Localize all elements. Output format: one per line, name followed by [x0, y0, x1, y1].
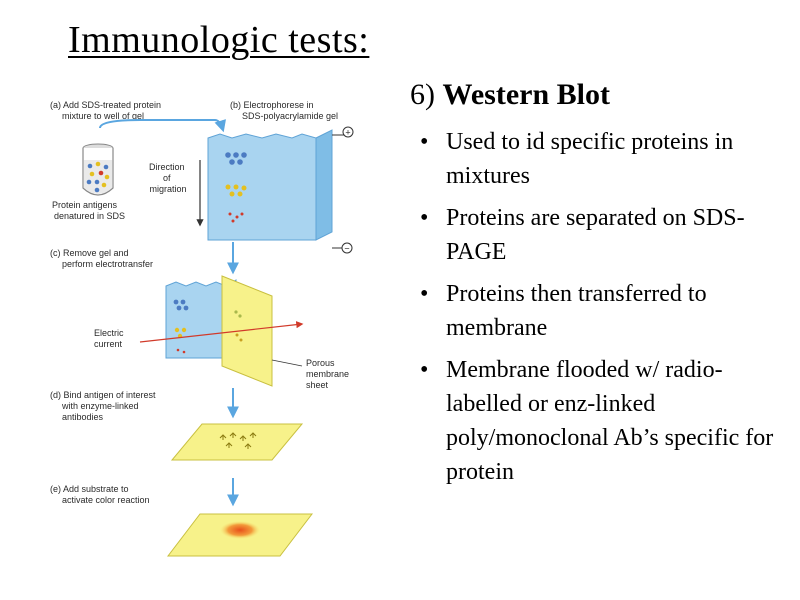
gel-bands-blue	[225, 152, 247, 165]
bullet-list: Used to id specific proteins in mixtures…	[418, 125, 788, 497]
current-label: Electric current	[94, 328, 126, 349]
color-reaction-membrane	[166, 513, 314, 557]
section-number: 6)	[410, 78, 435, 111]
membrane-label: Porous membrane sheet	[306, 358, 352, 390]
minus-sign: −	[344, 244, 349, 254]
positive-electrode	[342, 126, 354, 138]
membrane-sheet	[221, 275, 273, 387]
migration-label: Direction of migration	[149, 162, 187, 194]
step-e-label: (e) Add substrate to activate color reac…	[50, 484, 150, 505]
tube-label: Protein antigens denatured in SDS	[52, 200, 125, 221]
section-name: Western Blot	[442, 78, 610, 111]
plus-sign: +	[345, 128, 350, 138]
transfer-arrow-a-b	[99, 119, 226, 133]
step-b-label: (b) Electrophorese in SDS-polyacrylamide…	[230, 100, 338, 121]
bullet-item: Membrane flooded w/ radio-labelled or en…	[418, 353, 788, 489]
gel-bands-red	[228, 212, 244, 223]
section-heading: 6) Western Blot	[410, 78, 610, 112]
step-c-label: (c) Remove gel and perform electrotransf…	[50, 248, 153, 269]
step-a-label: (a) Add SDS-treated protein mixture to w…	[50, 100, 164, 121]
slide-title: Immunologic tests:	[68, 19, 370, 61]
western-blot-diagram: (a) Add SDS-treated protein mixture to w…	[50, 100, 354, 557]
antibody-membrane	[170, 423, 304, 461]
gel-bands-yellow	[225, 184, 247, 197]
negative-electrode	[341, 242, 353, 254]
color-spot	[220, 521, 260, 539]
gel-slab	[207, 129, 333, 241]
test-tube	[82, 143, 114, 196]
electric-current-arrow	[139, 321, 304, 343]
bullet-item: Used to id specific proteins in mixtures	[418, 125, 788, 193]
bullet-item: Proteins are separated on SDS-PAGE	[418, 201, 788, 269]
bullet-item: Proteins then transferred to membrane	[418, 277, 788, 345]
step-d-label: (d) Bind antigen of interest with enzyme…	[50, 390, 158, 422]
